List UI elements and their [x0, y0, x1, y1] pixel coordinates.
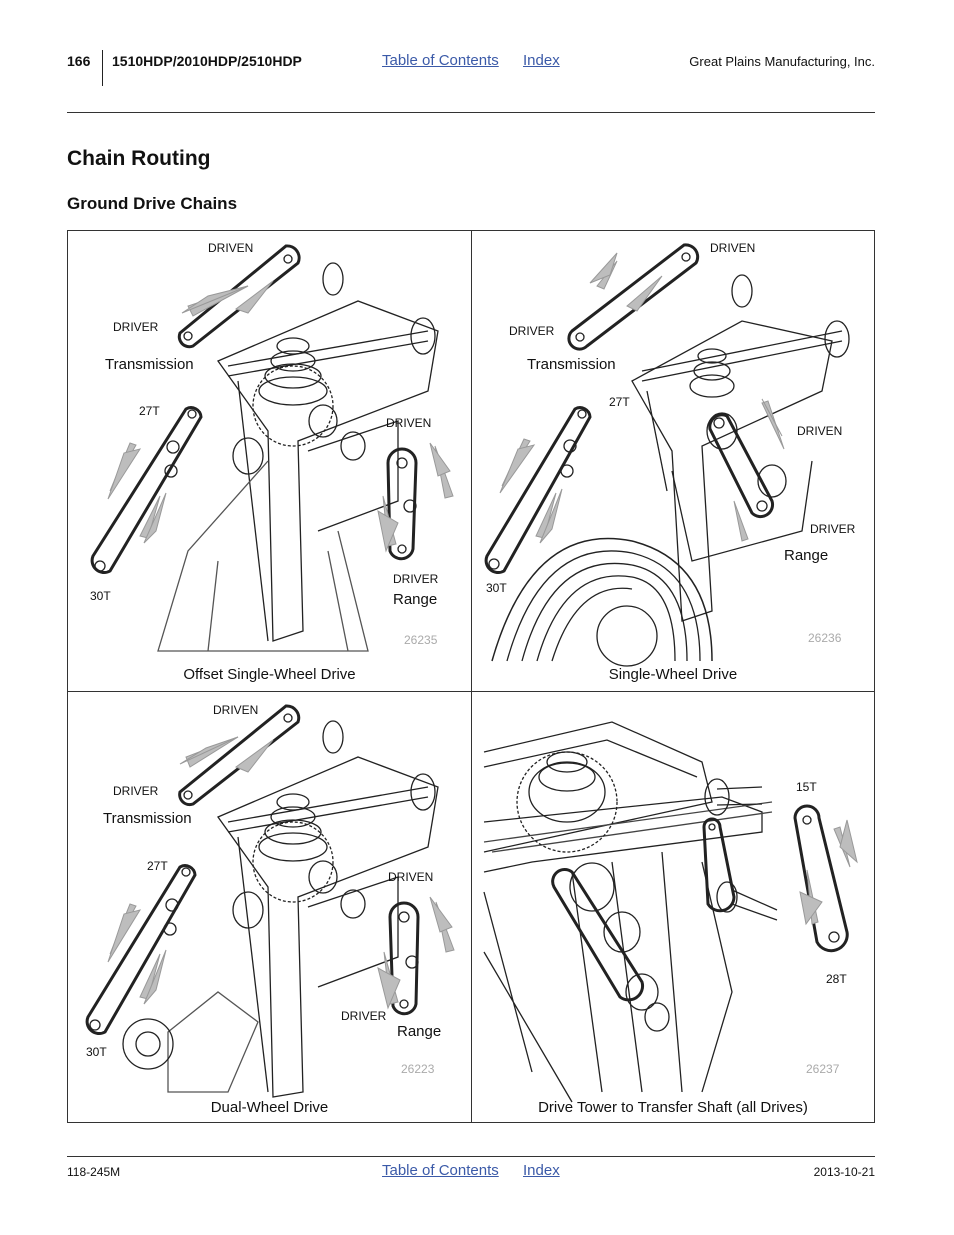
- toc-link-footer[interactable]: Table of Contents: [382, 1162, 499, 1179]
- figure-single-wheel: DRIVEN DRIVER Transmission 27T 30T DRIVE…: [472, 231, 874, 691]
- label-28t: 28T: [826, 972, 847, 986]
- label-transmission: Transmission: [527, 356, 616, 373]
- label-driven-right: DRIVEN: [797, 424, 843, 438]
- figure-dual-wheel: DRIVEN DRIVER Transmission 27T 30T DRIVE…: [68, 692, 471, 1122]
- label-driver-right: DRIVER: [341, 1009, 387, 1023]
- page-number: 166: [67, 53, 91, 69]
- figure-number: 26223: [401, 1062, 435, 1076]
- figure-caption: Drive Tower to Transfer Shaft (all Drive…: [538, 1099, 808, 1116]
- toc-link-header[interactable]: Table of Contents: [382, 52, 499, 69]
- footer-rule: [67, 1156, 875, 1157]
- figure-offset-single-wheel: DRIVEN DRIVER Transmission 27T 30T DRIVE…: [68, 231, 471, 691]
- company-name: Great Plains Manufacturing, Inc.: [689, 54, 875, 69]
- label-driven-top: DRIVEN: [710, 241, 756, 255]
- label-30t: 30T: [486, 581, 507, 595]
- label-30t: 30T: [86, 1045, 107, 1059]
- label-range: Range: [397, 1023, 442, 1040]
- label-27t: 27T: [139, 404, 160, 418]
- header-divider: [102, 50, 103, 86]
- figure-caption: Single-Wheel Drive: [608, 666, 738, 683]
- label-transmission: Transmission: [103, 810, 192, 827]
- drivetrain-drawing: [90, 244, 454, 652]
- figure-caption: Dual-Wheel Drive: [210, 1099, 329, 1116]
- figure-drive-tower: 15T 28T 26237 Drive Tower to Transfer Sh…: [472, 692, 874, 1122]
- figure-caption: Offset Single-Wheel Drive: [183, 666, 356, 683]
- label-driven-top: DRIVEN: [208, 241, 254, 255]
- label-transmission: Transmission: [105, 356, 194, 373]
- label-driver-top: DRIVER: [113, 320, 159, 334]
- document-number: 118-245M: [67, 1165, 121, 1179]
- figure-number: 26237: [806, 1062, 840, 1076]
- label-driver-top: DRIVER: [509, 324, 555, 338]
- drivetrain-drawing: [483, 721, 858, 1103]
- document-date: 2013-10-21: [813, 1165, 875, 1179]
- label-driver-top: DRIVER: [113, 784, 159, 798]
- label-driver-right: DRIVER: [393, 572, 439, 586]
- grid-divider-horizontal: [67, 691, 875, 692]
- drivetrain-drawing: [484, 243, 850, 667]
- section-title: Ground Drive Chains: [67, 194, 238, 213]
- page-title: Chain Routing: [67, 147, 211, 170]
- label-driven-right: DRIVEN: [386, 416, 432, 430]
- label-range: Range: [393, 591, 438, 608]
- drivetrain-drawing: [85, 704, 455, 1098]
- model-name: 1510HDP/2010HDP/2510HDP: [112, 53, 302, 69]
- label-27t: 27T: [609, 395, 630, 409]
- index-link-footer[interactable]: Index: [523, 1162, 560, 1179]
- label-30t: 30T: [90, 589, 111, 603]
- label-driver-right: DRIVER: [810, 522, 856, 536]
- grid-divider-vertical: [471, 230, 472, 1123]
- label-15t: 15T: [796, 780, 817, 794]
- label-range: Range: [784, 547, 829, 564]
- label-27t: 27T: [147, 859, 168, 873]
- figure-number: 26236: [808, 631, 842, 645]
- index-link-header[interactable]: Index: [523, 52, 560, 69]
- label-driven-right: DRIVEN: [388, 870, 434, 884]
- label-driven-top: DRIVEN: [213, 703, 259, 717]
- header-rule: [67, 112, 875, 113]
- figure-number: 26235: [404, 633, 438, 647]
